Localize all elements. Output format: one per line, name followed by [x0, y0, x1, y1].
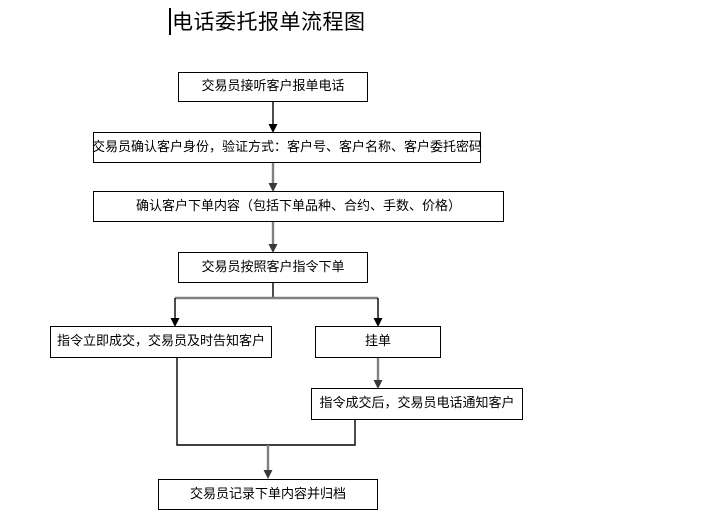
flow-node-label: 交易员接听客户报单电话: [201, 79, 345, 94]
flow-node-label: 交易员按照客户指令下单: [201, 259, 345, 275]
flow-node-label: 挂单: [364, 334, 391, 349]
edge-n4-split: [170, 283, 383, 327]
page-title: 电话委托报单流程图: [172, 10, 366, 34]
flow-node-label: 交易员确认客户身份，验证方式：客户号、客户名称、客户委托密码: [92, 139, 483, 155]
flow-node-notify-after-fill[interactable]: 指令成交后，交易员电话通知客户: [311, 388, 523, 420]
flow-node-record-and-archive[interactable]: 交易员记录下单内容并归档: [158, 479, 378, 510]
edge-n2-n3: [268, 163, 278, 192]
flow-node-label: 交易员记录下单内容并归档: [189, 486, 346, 502]
text-caret: [169, 8, 171, 35]
edge-n6-n7: [373, 358, 383, 389]
edge-n3-n4: [268, 222, 278, 253]
flow-node-pending-order[interactable]: 挂单: [315, 326, 441, 358]
flow-node-immediate-fill[interactable]: 指令立即成交，交易员及时告知客户: [50, 326, 272, 358]
flow-node-place-order[interactable]: 交易员按照客户指令下单: [178, 252, 368, 283]
flow-node-label: 确认客户下单内容（包括下单品种、合约、手数、价格）: [135, 198, 461, 214]
flow-node-confirm-order-details[interactable]: 确认客户下单内容（包括下单品种、合约、手数、价格）: [93, 191, 504, 222]
flow-node-label: 指令成交后，交易员电话通知客户: [319, 396, 515, 411]
flow-node-receive-call[interactable]: 交易员接听客户报单电话: [178, 72, 368, 102]
flow-node-label: 指令立即成交，交易员及时告知客户: [56, 334, 265, 349]
flow-node-verify-identity[interactable]: 交易员确认客户身份，验证方式：客户号、客户名称、客户委托密码: [92, 132, 483, 163]
edge-n1-n2: [268, 102, 278, 133]
